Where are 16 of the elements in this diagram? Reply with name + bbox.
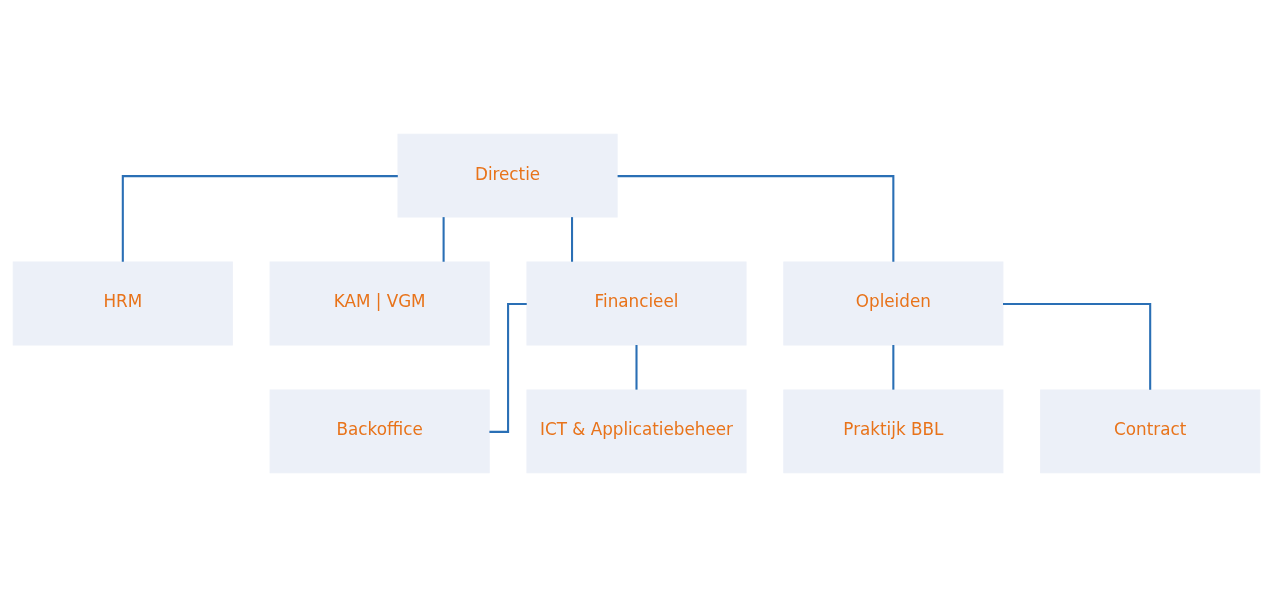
node-box: Contract [1040,388,1261,473]
node-box: Praktijk BBL [783,388,1004,473]
node-box: Directie [397,133,618,218]
connector [635,344,638,390]
connector [1003,302,1152,390]
connector [571,216,574,262]
connector [121,174,398,262]
connector [617,174,895,262]
node-box: Financieel [526,261,747,345]
node-box: Opleiden [783,261,1004,345]
node-box: Backoffice [269,388,490,473]
connector [892,344,895,390]
node-box: ICT & Applicatiebeheer [526,388,747,473]
node-box: KAM | VGM [269,261,490,345]
connector [442,216,445,262]
node-box: HRM [12,261,233,345]
